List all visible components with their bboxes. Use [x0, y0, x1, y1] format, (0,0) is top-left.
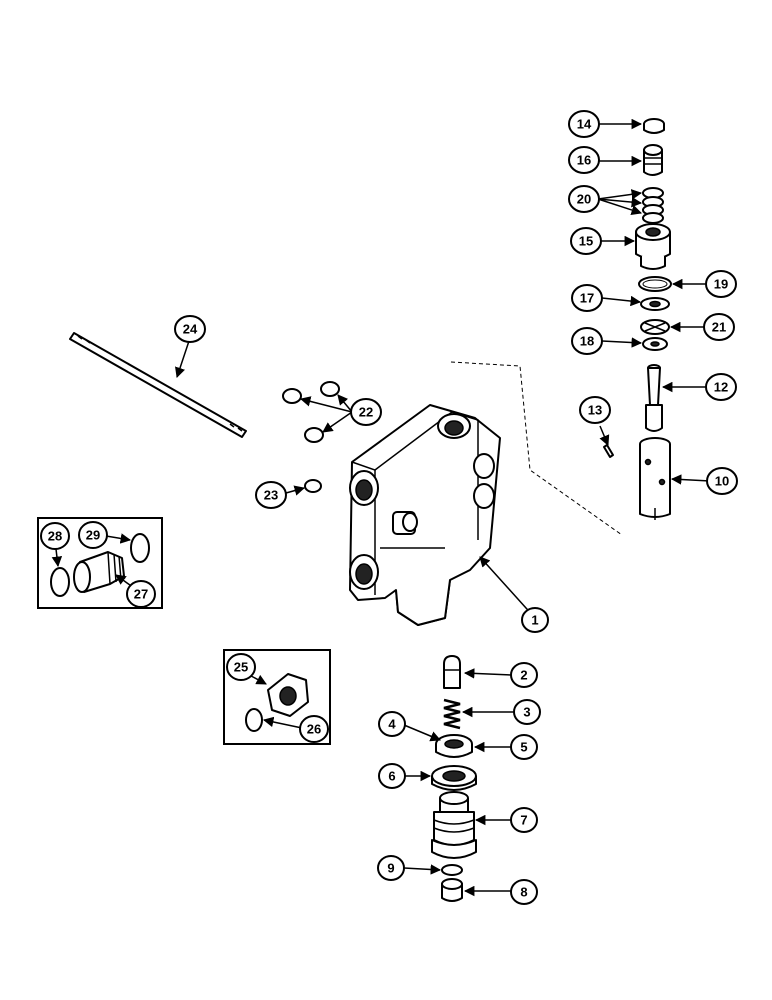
svg-text:23: 23: [264, 488, 278, 503]
part-24-stud: [69, 332, 247, 438]
part-14-cap: [643, 118, 665, 134]
svg-text:10: 10: [715, 474, 729, 489]
svg-text:29: 29: [86, 528, 100, 543]
part-17-washer: [640, 297, 670, 311]
callout-28: 28: [40, 522, 70, 550]
callout-22: 22: [350, 398, 382, 426]
svg-text:13: 13: [588, 403, 602, 418]
part-20-spacers: [642, 187, 664, 224]
part-19-o-ring: [638, 276, 672, 292]
callout-8: 8: [510, 879, 538, 905]
callout-16: 16: [568, 146, 600, 174]
svg-text:18: 18: [580, 334, 594, 349]
svg-text:21: 21: [712, 320, 726, 335]
callout-14: 14: [568, 110, 600, 138]
callout-6: 6: [378, 763, 406, 789]
part-2-poppet: [443, 655, 461, 689]
callout-27: 27: [126, 580, 156, 608]
part-15-fitting: [635, 223, 671, 270]
part-22-rings: [282, 381, 340, 443]
callout-29: 29: [78, 521, 108, 549]
svg-text:24: 24: [183, 322, 198, 337]
callout-15: 15: [570, 227, 602, 255]
svg-text:28: 28: [48, 529, 62, 544]
part-16-plunger: [643, 144, 663, 176]
callout-18: 18: [571, 327, 603, 355]
part-8-plug: [441, 878, 463, 902]
part-21-ring: [640, 319, 670, 335]
svg-text:4: 4: [388, 717, 396, 732]
svg-text:6: 6: [388, 769, 395, 784]
part-7-cartridge: [431, 791, 477, 859]
part-23-ring: [304, 479, 322, 493]
callout-7: 7: [510, 807, 538, 833]
part-9-o-ring: [441, 864, 463, 876]
svg-text:17: 17: [580, 291, 594, 306]
svg-text:8: 8: [520, 885, 527, 900]
svg-text:5: 5: [520, 740, 527, 755]
svg-text:27: 27: [134, 587, 148, 602]
callout-4: 4: [378, 711, 406, 737]
part-5-seat: [435, 734, 473, 758]
svg-text:12: 12: [714, 380, 728, 395]
part-12-pin: [645, 364, 663, 432]
part-3-spring: [443, 698, 461, 730]
callout-13: 13: [579, 396, 611, 424]
svg-text:9: 9: [387, 861, 394, 876]
svg-text:15: 15: [579, 234, 593, 249]
svg-text:22: 22: [359, 405, 373, 420]
callout-9: 9: [377, 855, 405, 881]
callout-23: 23: [255, 481, 287, 509]
assembly-guide-lines: [450, 361, 623, 536]
part-10-sleeve: [639, 437, 671, 520]
svg-text:25: 25: [234, 660, 248, 675]
callout-20: 20: [568, 185, 600, 213]
callout-10: 10: [706, 467, 738, 495]
leader-lines: [51, 118, 711, 897]
callout-17: 17: [571, 284, 603, 312]
callout-21: 21: [703, 313, 735, 341]
callout-3: 3: [513, 699, 541, 725]
svg-text:2: 2: [520, 668, 527, 683]
svg-text:26: 26: [307, 722, 321, 737]
svg-text:19: 19: [714, 277, 728, 292]
svg-text:3: 3: [523, 705, 530, 720]
callout-19: 19: [705, 270, 737, 298]
svg-text:7: 7: [520, 813, 527, 828]
callout-12: 12: [705, 373, 737, 401]
part-18-washer: [642, 337, 668, 351]
callout-2: 2: [510, 662, 538, 688]
callout-26: 26: [299, 715, 329, 743]
valve-body: [349, 404, 501, 626]
svg-text:16: 16: [577, 153, 591, 168]
part-6-nut: [431, 765, 477, 791]
svg-text:14: 14: [577, 117, 592, 132]
callout-5: 5: [510, 734, 538, 760]
svg-text:20: 20: [577, 192, 591, 207]
svg-text:1: 1: [531, 613, 538, 628]
part-13-roll-pin: [603, 444, 614, 458]
callout-25: 25: [226, 653, 256, 681]
callout-1: 1: [521, 607, 549, 633]
callout-24: 24: [174, 315, 206, 343]
